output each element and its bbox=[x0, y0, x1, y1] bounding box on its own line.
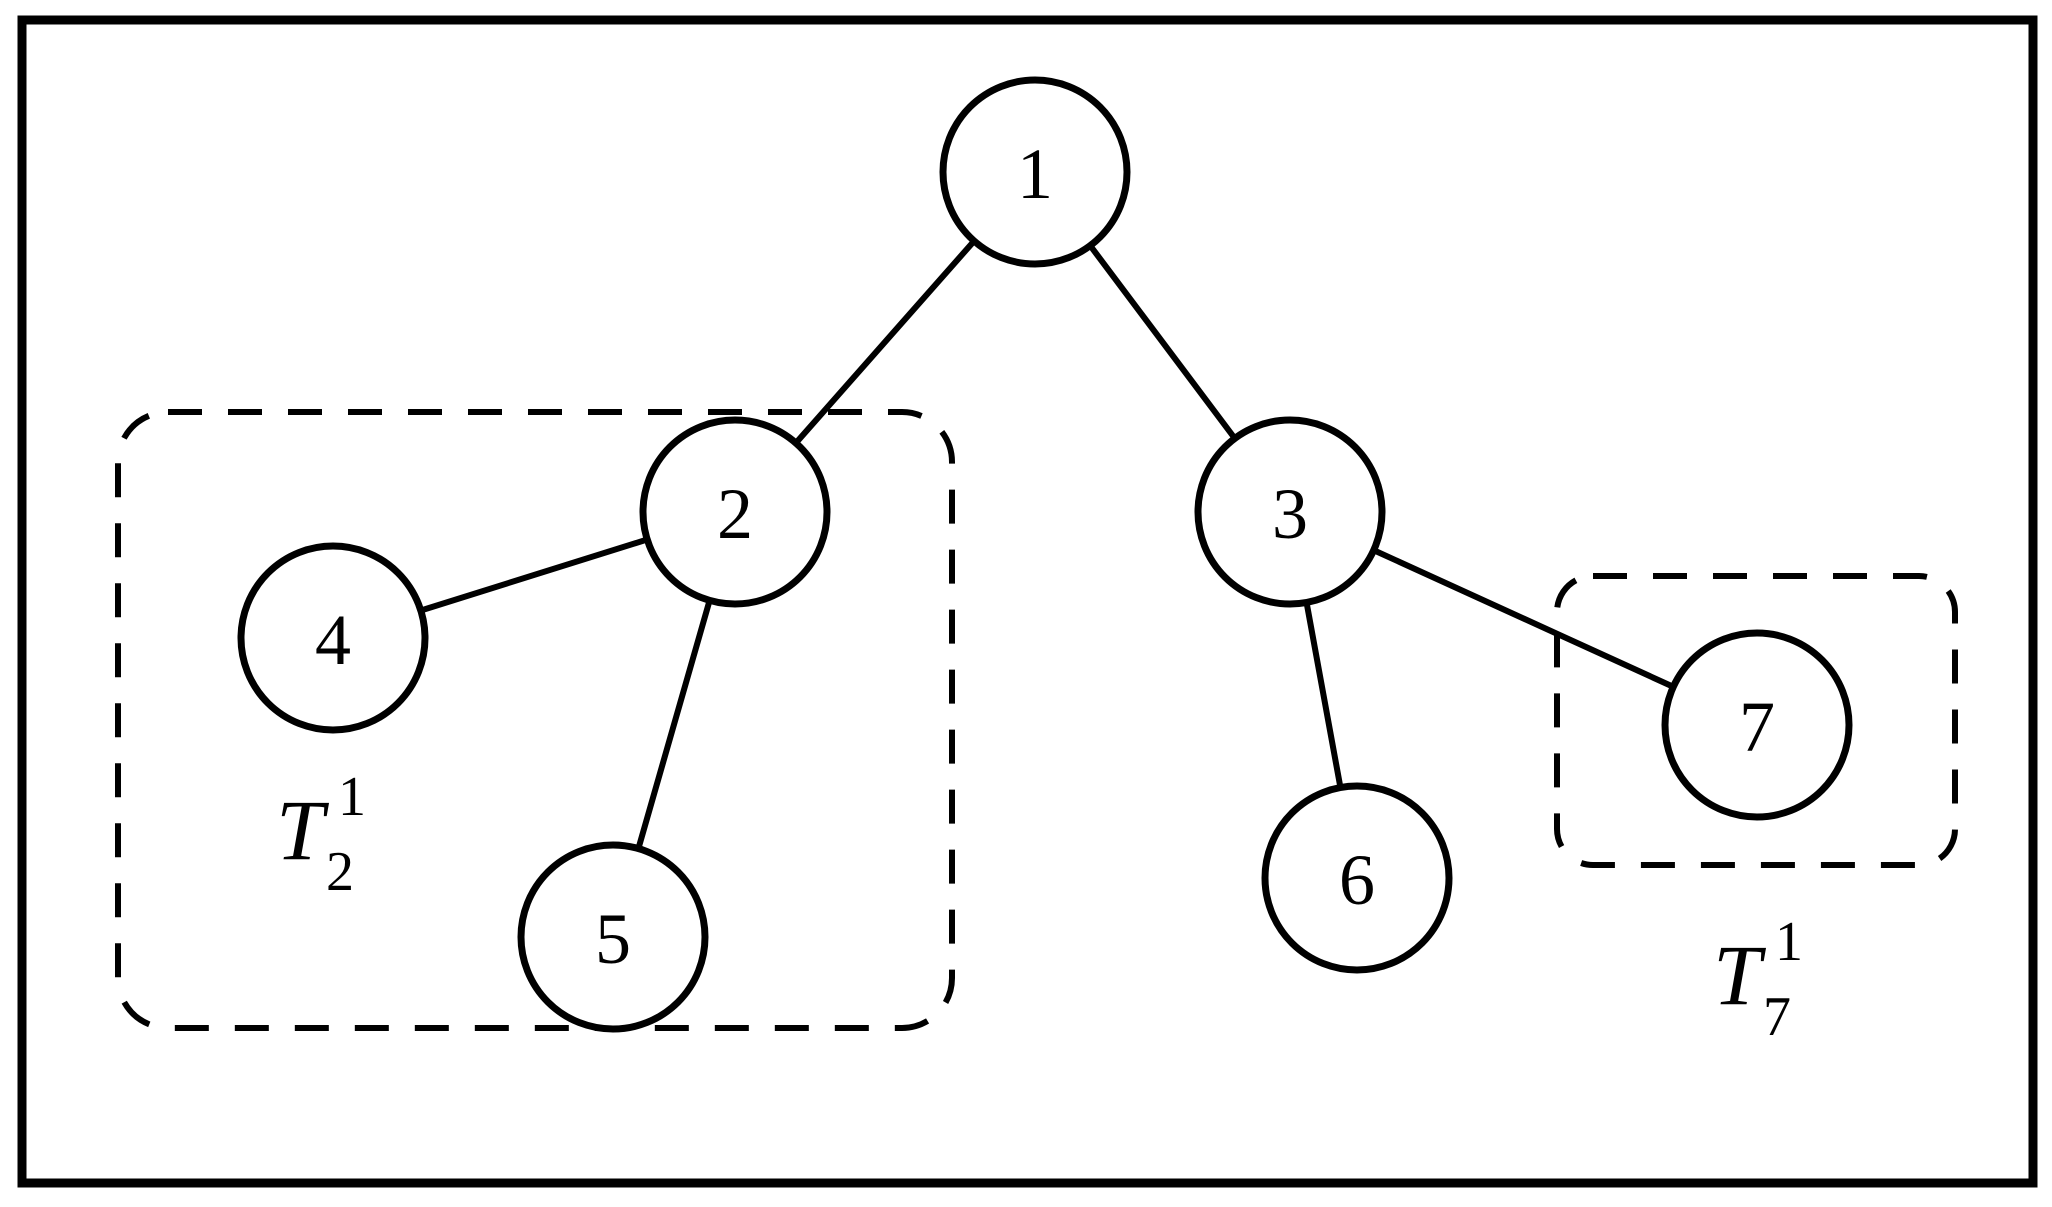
node-2[interactable]: 2 bbox=[639, 416, 831, 608]
node-circle-3[interactable] bbox=[1194, 416, 1386, 608]
node-5[interactable]: 5 bbox=[517, 841, 709, 1033]
group-label-subscript-t2: 2 bbox=[326, 841, 354, 903]
edge-1-2 bbox=[791, 236, 979, 448]
node-circle-6[interactable] bbox=[1261, 782, 1453, 974]
node-6[interactable]: 6 bbox=[1261, 782, 1453, 974]
edge-3-6 bbox=[1303, 597, 1344, 793]
node-circle-4[interactable] bbox=[237, 542, 429, 734]
group-box-t2 bbox=[115, 409, 955, 1031]
group-label-base-t7: T bbox=[1713, 927, 1766, 1023]
node-3[interactable]: 3 bbox=[1194, 416, 1386, 608]
group-label-superscript-t2: 1 bbox=[338, 766, 366, 828]
edge-2-4 bbox=[415, 535, 653, 615]
edge-layer bbox=[415, 236, 1679, 854]
node-circle-2[interactable] bbox=[639, 416, 831, 608]
group-label-base-t2: T bbox=[276, 782, 329, 878]
edge-2-5 bbox=[634, 595, 714, 854]
node-1[interactable]: 1 bbox=[939, 76, 1131, 268]
group-label-superscript-t7: 1 bbox=[1775, 911, 1803, 973]
node-label-4: 4 bbox=[315, 600, 351, 680]
node-label-1: 1 bbox=[1017, 134, 1053, 214]
node-label-6: 6 bbox=[1339, 840, 1375, 920]
figure-border bbox=[17, 15, 2038, 1188]
node-label-3: 3 bbox=[1272, 474, 1308, 554]
node-layer: 1 2 3 4 5 6 7 bbox=[237, 76, 1853, 1033]
node-circle-7[interactable] bbox=[1661, 629, 1853, 821]
edge-3-7 bbox=[1368, 546, 1679, 691]
node-7[interactable]: 7 bbox=[1661, 629, 1853, 821]
node-circle-5[interactable] bbox=[517, 841, 709, 1033]
node-4[interactable]: 4 bbox=[237, 542, 429, 734]
group-boxes bbox=[115, 409, 1958, 1031]
node-label-7: 7 bbox=[1739, 687, 1775, 767]
group-label-subscript-t7: 7 bbox=[1763, 986, 1791, 1048]
node-circle-1[interactable] bbox=[939, 76, 1131, 268]
node-label-2: 2 bbox=[717, 474, 753, 554]
node-label-5: 5 bbox=[595, 899, 631, 979]
edge-1-3 bbox=[1086, 241, 1239, 443]
group-box-t7 bbox=[1554, 573, 1958, 868]
